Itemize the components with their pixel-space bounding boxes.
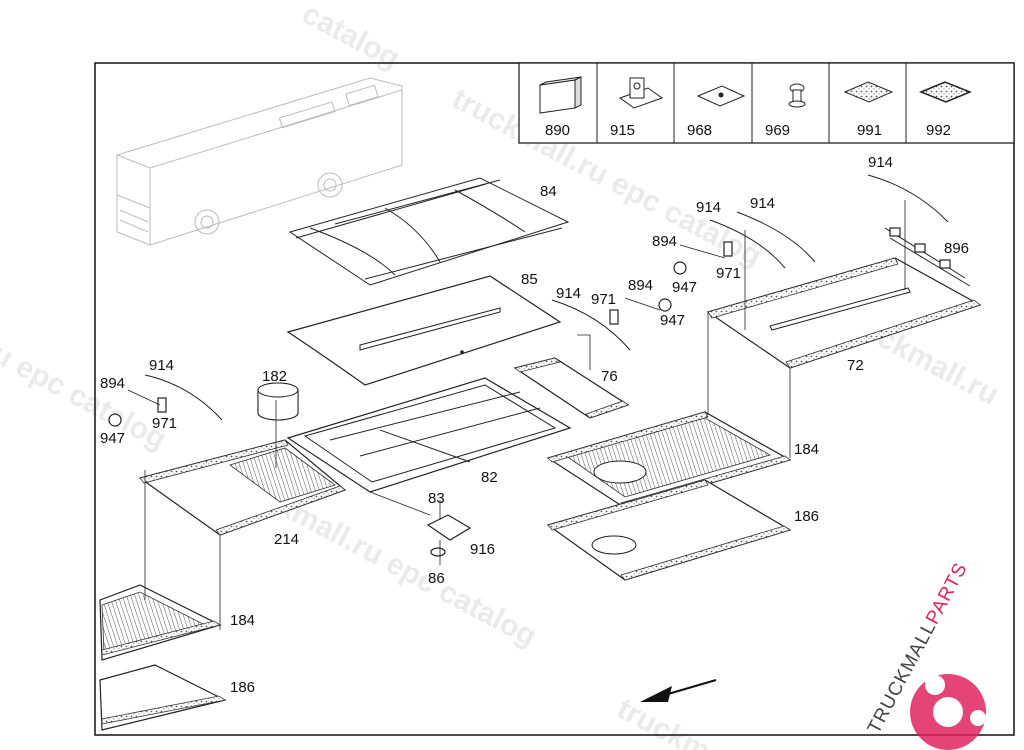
strip-part-icon	[539, 76, 582, 114]
callout-label: 85	[521, 271, 538, 288]
callout-label: 186	[230, 679, 255, 696]
roof-panel-214	[138, 439, 347, 536]
bus-outline-illustration	[116, 77, 403, 246]
callout-label: 914	[556, 285, 581, 302]
direction-arrow-icon	[640, 679, 717, 702]
callout-label: 896	[944, 240, 969, 257]
truckmall-logo: TRUCKMALLPARTS	[864, 559, 986, 750]
roof-frame-82	[286, 377, 572, 493]
roll-182	[257, 382, 299, 421]
legend-code: 915	[610, 122, 635, 139]
callout-label: 971	[591, 291, 616, 308]
callout-label: 72	[847, 357, 864, 374]
callout-label: 971	[716, 265, 741, 282]
callout-label: 916	[470, 541, 495, 558]
callout-label: 894	[652, 233, 677, 250]
callout-label: 894	[100, 375, 125, 392]
callout-label: 83	[428, 490, 445, 507]
mesh-pad-part-icon	[919, 81, 972, 103]
callout-label: 214	[274, 531, 299, 548]
callout-label: 184	[230, 612, 255, 629]
roof-panel-72	[706, 257, 982, 369]
roof-panel-186	[546, 479, 792, 581]
legend-code: 890	[545, 122, 570, 139]
bracket-part-icon	[618, 77, 664, 109]
bracket-strip-896	[884, 227, 971, 287]
callout-label: 186	[794, 508, 819, 525]
callout-label: 182	[262, 368, 287, 385]
watermark-text: catalog	[297, 0, 405, 75]
strip-parts-914	[144, 174, 949, 421]
panel-76	[513, 357, 630, 419]
callout-label: 86	[428, 570, 445, 587]
legend-code: 968	[687, 122, 712, 139]
callout-label: 971	[152, 415, 177, 432]
callout-labels: 84 85 72 76 82 83 86 182 184 184 186 186…	[100, 154, 969, 696]
callout-label: 184	[794, 441, 819, 458]
panel-186-lower	[99, 664, 227, 731]
callout-label: 947	[672, 279, 697, 296]
watermark-text: u epc catalog	[0, 337, 171, 456]
legend: 890 915 968 969 991 992	[518, 62, 1015, 144]
roof-panel-184	[546, 411, 792, 509]
leader-lines	[127, 200, 906, 630]
callout-label: 84	[540, 183, 557, 200]
roof-panel-85	[286, 275, 562, 386]
callout-label: 914	[868, 154, 893, 171]
plate-part-icon	[696, 85, 746, 107]
pad-part-icon	[843, 81, 894, 103]
callout-label: 947	[100, 430, 125, 447]
callout-label: 914	[696, 199, 721, 216]
panel-184-lower	[99, 584, 222, 661]
callout-label: 894	[628, 277, 653, 294]
legend-code: 991	[857, 122, 882, 139]
callout-label: 914	[149, 357, 174, 374]
legend-code: 969	[765, 122, 790, 139]
callout-label: 947	[660, 312, 685, 329]
roof-frame-84	[288, 177, 570, 286]
legend-code: 992	[926, 122, 951, 139]
clip-hardware	[108, 241, 733, 557]
screw-part-icon	[788, 83, 806, 108]
callout-label: 82	[481, 469, 498, 486]
callout-label: 76	[601, 368, 618, 385]
callout-label: 914	[750, 195, 775, 212]
